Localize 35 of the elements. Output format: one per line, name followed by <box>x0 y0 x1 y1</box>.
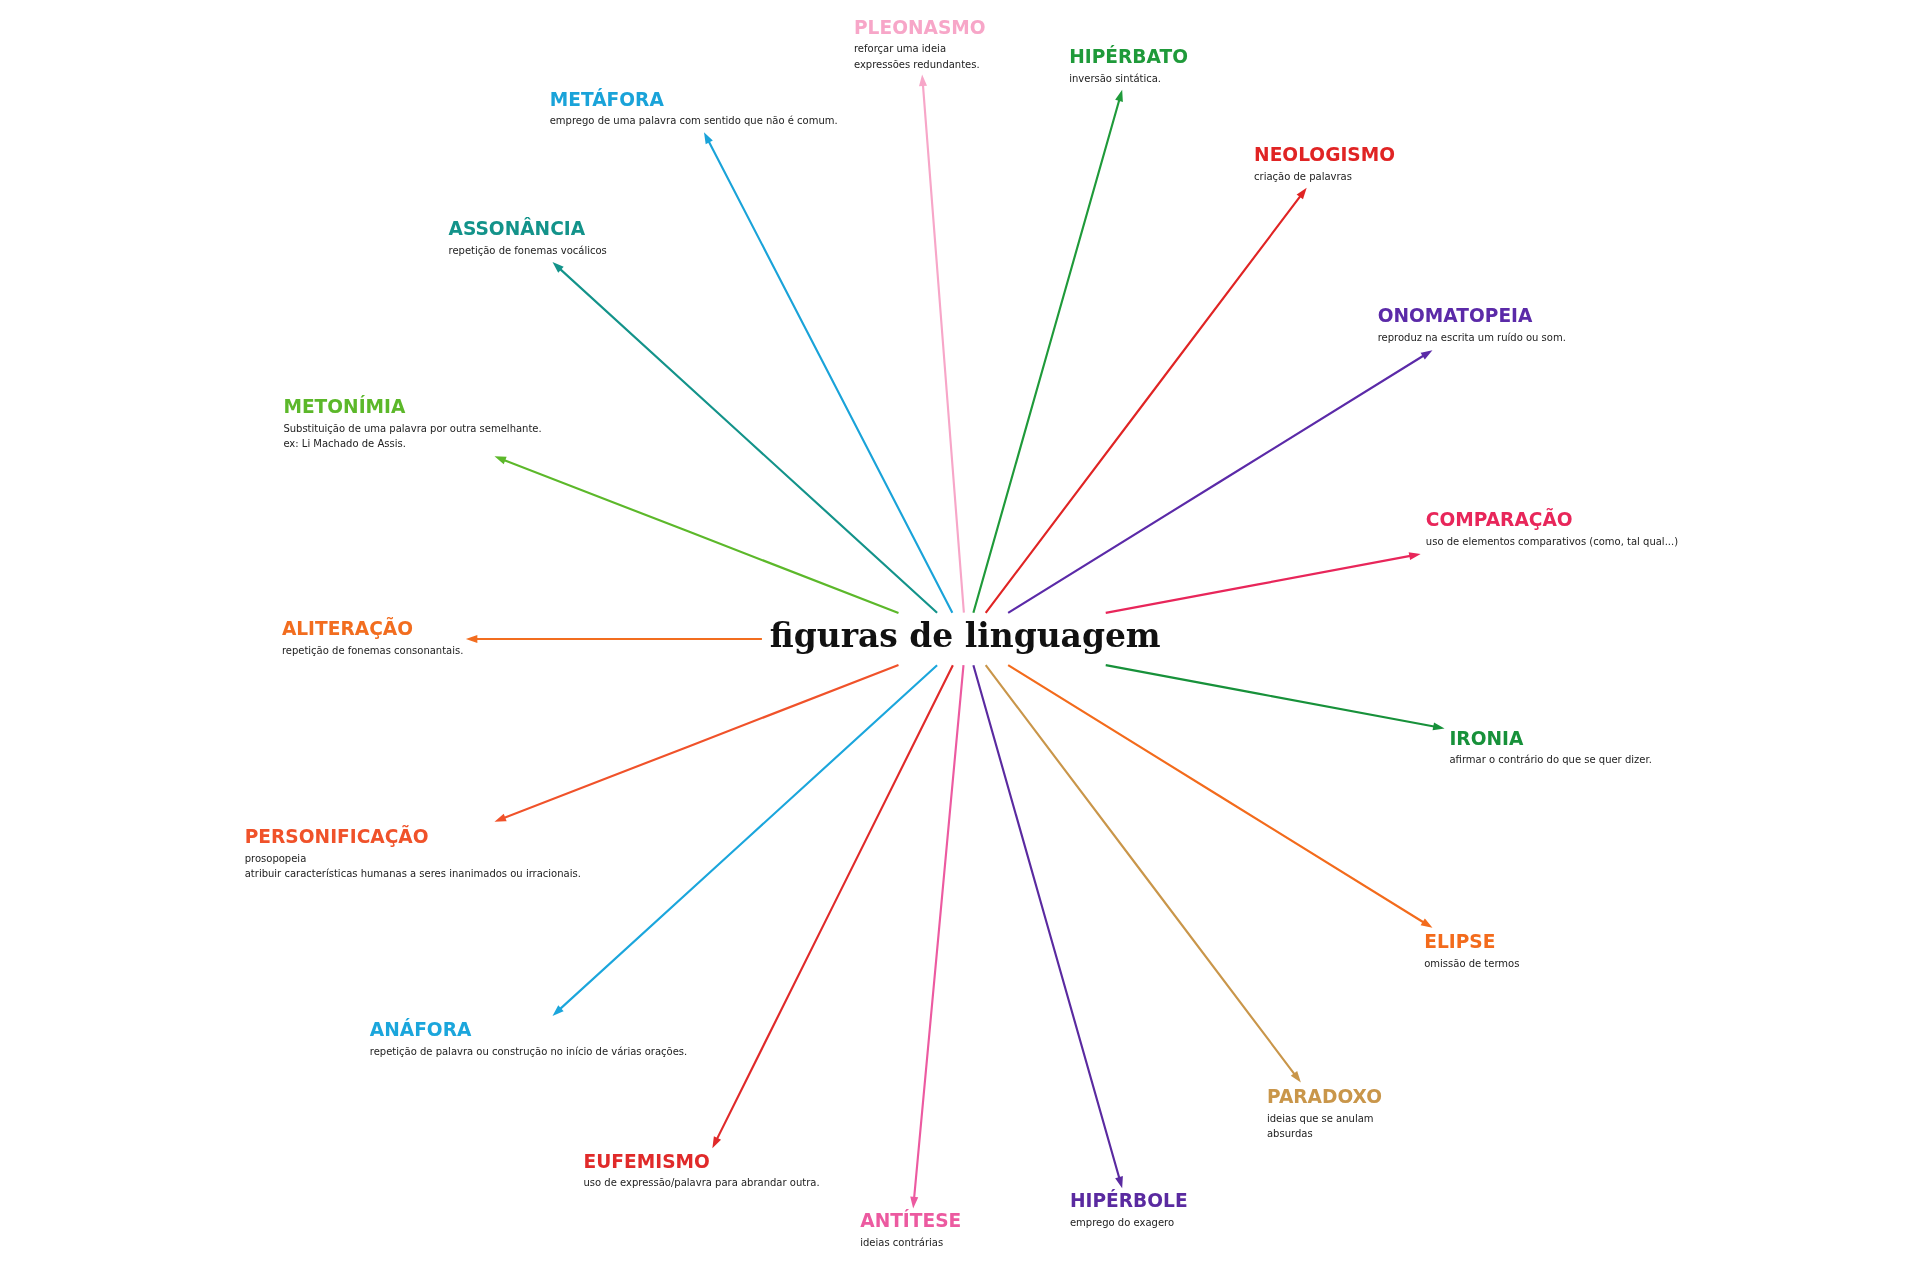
arrow <box>494 456 899 614</box>
arrow <box>1007 350 1433 614</box>
node-text: NEOLOGISMO criação de palavras <box>1254 143 1396 182</box>
node-text: PLEONASMO reforçar uma ideia expressões redundantes. <box>853 16 986 70</box>
node-text: METÁFORA emprego de uma palavra com sentido que não é comum. <box>549 88 838 127</box>
arrow <box>910 665 965 1209</box>
node-text: ELIPSE omissão de termos <box>1424 931 1520 970</box>
arrow <box>552 262 938 614</box>
node-text: PERSONIFICAÇÃO prosopopeia atribuir características humanas a seres inanimados ou irracionais. <box>244 825 581 879</box>
node-text: METONÍMIA Substituição de uma palavra por outra semelhante. ex: Li Machado de Assis. <box>283 396 542 450</box>
arrow <box>1007 664 1433 928</box>
node-text: ANÁFORA repetição de palavra ou construção no início de várias orações. <box>369 1018 688 1057</box>
node-text: IRONIA afirmar o contrário do que se quer dizer. <box>1449 727 1652 766</box>
arrow <box>465 634 762 643</box>
arrow <box>919 74 965 613</box>
node-text: PARADOXO ideias que se anulam absurdas <box>1266 1085 1383 1139</box>
arrow <box>1105 552 1421 614</box>
arrow <box>494 664 899 822</box>
node-text: ALITERAÇÃO repetição de fonemas consonantais. <box>281 618 464 657</box>
arrow <box>984 664 1301 1083</box>
node-text: figuras de linguagem <box>769 615 1161 655</box>
arrow <box>984 187 1307 614</box>
arrow <box>704 132 954 614</box>
arrow <box>552 664 938 1016</box>
node-text: ASSONÂNCIA repetição de fonemas vocálicos <box>448 217 607 256</box>
arrow <box>1105 664 1445 731</box>
node-text: HIPÉRBOLE emprego do exagero <box>1069 1190 1188 1229</box>
arrow <box>972 89 1123 614</box>
arrow <box>972 664 1123 1189</box>
node-text: EUFEMISMO uso de expressão/palavra para abrandar outra. <box>583 1150 820 1189</box>
node-text: ANTÍTESE ideias contrárias <box>860 1210 962 1249</box>
arrow <box>712 664 954 1149</box>
node-text: COMPARAÇÃO uso de elementos comparativos (como, tal qual...) <box>1425 509 1679 547</box>
node-text: HIPÉRBATO inversão sintática. <box>1069 46 1188 85</box>
node-text: ONOMATOPEIA reproduz na escrita um ruído ou som. <box>1377 305 1566 344</box>
